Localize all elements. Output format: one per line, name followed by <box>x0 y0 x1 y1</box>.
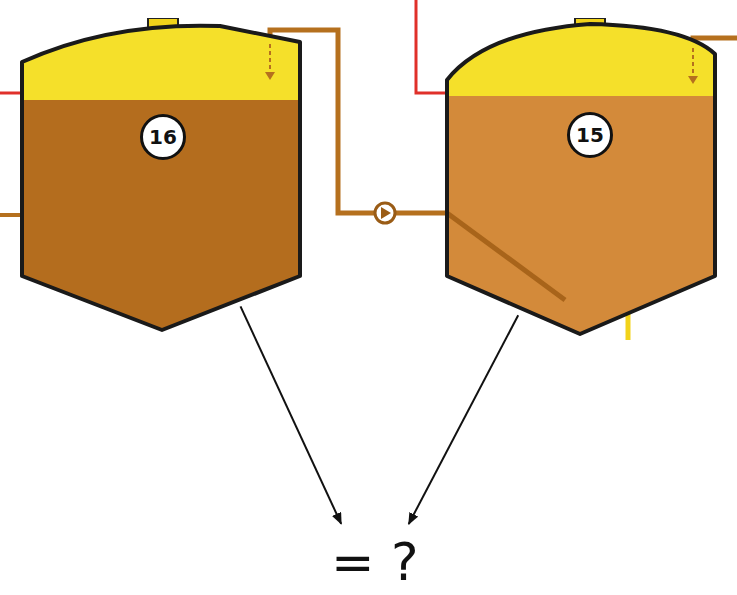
result-label: = ? <box>323 528 427 595</box>
red-pipe <box>416 0 449 93</box>
callout-number: 16 <box>140 114 186 160</box>
arrow-connector <box>241 306 342 524</box>
tank: 15 <box>445 18 717 336</box>
tank: 16 <box>20 18 302 336</box>
result-text: = ? <box>323 528 427 595</box>
arrow-connector <box>409 315 519 524</box>
callout-number: 15 <box>567 112 613 158</box>
pump-symbol <box>381 207 391 219</box>
pump-symbol <box>375 203 395 223</box>
tank-outline <box>445 18 717 336</box>
tank-outline <box>20 18 302 336</box>
